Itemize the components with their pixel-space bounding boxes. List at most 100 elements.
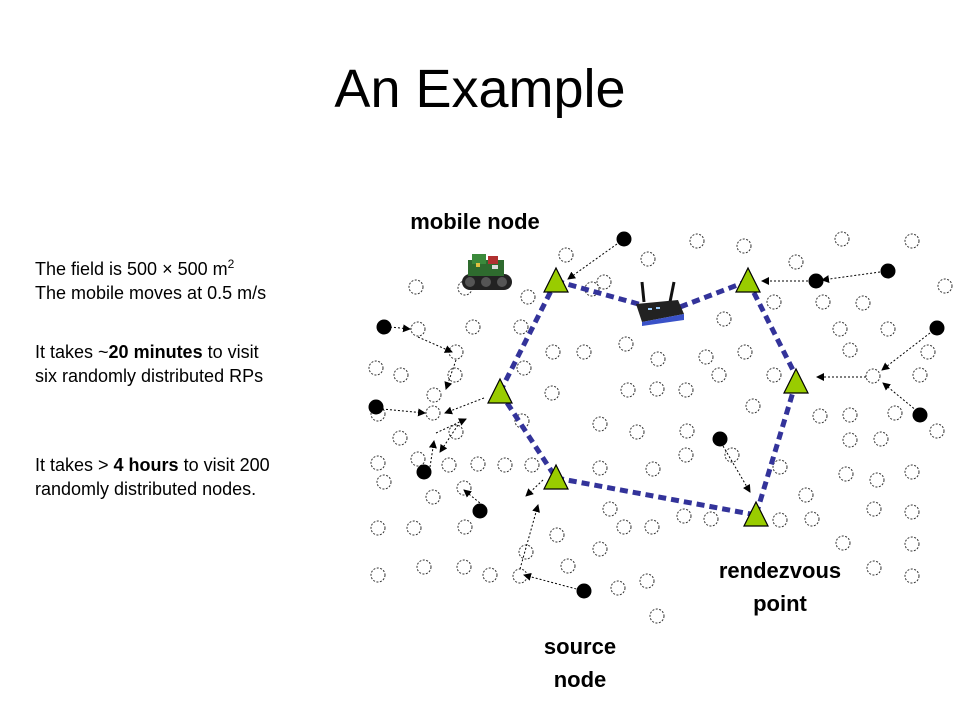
sensor-node (410, 321, 426, 337)
sensor-node (410, 451, 426, 467)
rp-time-info: It takes ~20 minutes to visit six random… (35, 340, 263, 388)
data-arrow (882, 382, 918, 412)
sensor-node (465, 319, 481, 335)
sensor-node (441, 457, 457, 473)
sensor-node (724, 447, 740, 463)
path-segment (753, 381, 799, 516)
sensor-node (370, 567, 386, 583)
sensor-node (560, 558, 576, 574)
data-arrow (417, 336, 453, 353)
data-arrow (428, 440, 437, 468)
sensor-node (736, 238, 752, 254)
data-arrow (567, 243, 618, 280)
sensor-node (610, 580, 626, 596)
rendezvous-point-marker (487, 377, 513, 404)
sensor-node (368, 360, 384, 376)
source-node (368, 399, 384, 415)
data-arrow (523, 572, 585, 592)
source-node (416, 464, 432, 480)
mobile-path (497, 278, 799, 518)
source-node (472, 503, 488, 519)
sensor-node (618, 336, 634, 352)
rendezvous-point-marker (783, 367, 809, 394)
field-size-sup: 2 (227, 257, 235, 271)
sensor-node (425, 405, 441, 421)
rp-time-post: to visit (202, 342, 259, 362)
rendezvous-point-marker (543, 266, 569, 293)
sensor-node (616, 519, 632, 535)
sensor-node (929, 423, 945, 439)
rendezvous-point-marker (735, 266, 761, 293)
sensor-node (544, 385, 560, 401)
sensor-node (698, 349, 714, 365)
sensor-node (512, 568, 528, 584)
sensor-node (842, 407, 858, 423)
sensor-node (558, 247, 574, 263)
sensor-node (904, 504, 920, 520)
source-node (376, 319, 392, 335)
sensor-node (640, 251, 656, 267)
path-segment (555, 278, 643, 308)
sensor-node (834, 231, 850, 247)
sensor-node (920, 344, 936, 360)
sensor-node (838, 466, 854, 482)
sensor-node (650, 351, 666, 367)
sensor-node (370, 455, 386, 471)
sensor-node (518, 544, 534, 560)
sensor-node (766, 367, 782, 383)
source-node-label: source node (520, 630, 640, 696)
rp-time-pre: It takes ~ (35, 342, 109, 362)
sensor-node (880, 321, 896, 337)
sensor-node (644, 519, 660, 535)
sensor-node (425, 489, 441, 505)
rendezvous-point-marker (543, 463, 569, 490)
data-arrow (389, 324, 411, 333)
sensor-node (456, 480, 472, 496)
sensor-node (887, 405, 903, 421)
rendezvous-point-marker (743, 500, 769, 527)
data-arrow (821, 271, 881, 284)
sensor-node (482, 567, 498, 583)
path-segment (497, 279, 559, 394)
sensor-node (842, 342, 858, 358)
sensor-node (832, 321, 848, 337)
rendezvous-points (487, 266, 809, 527)
sensor-node (392, 430, 408, 446)
sensor-node (804, 511, 820, 527)
sensor-node (815, 294, 831, 310)
sensor-node (676, 508, 692, 524)
source-node (929, 320, 945, 336)
sensor-node (513, 319, 529, 335)
sensor-node (408, 279, 424, 295)
sensor-node (711, 367, 727, 383)
sensor-node (904, 536, 920, 552)
data-arrow (525, 479, 544, 497)
sensor-node (545, 344, 561, 360)
data-arrow (381, 408, 426, 417)
source-node (576, 583, 592, 599)
sensor-node (576, 344, 592, 360)
sensor-node (904, 233, 920, 249)
sensor-node (520, 289, 536, 305)
source-node (880, 263, 896, 279)
sensor-node (457, 519, 473, 535)
sensor-node (869, 472, 885, 488)
sensor-node (549, 527, 565, 543)
data-arrow (722, 445, 751, 493)
nodes-time-post: to visit 200 (178, 455, 270, 475)
sensor-node (866, 560, 882, 576)
sensor-node (842, 432, 858, 448)
rendezvous-label-line2: point (753, 591, 807, 616)
sensor-node (716, 311, 732, 327)
rp-time-line2: six randomly distributed RPs (35, 366, 264, 386)
sensor-node (645, 461, 661, 477)
sensor-node (592, 416, 608, 432)
path-segment (497, 390, 559, 480)
sensor-node (866, 501, 882, 517)
sensor-node (406, 520, 422, 536)
nodes-time-pre: It takes > (35, 455, 114, 475)
source-label-line1: source (543, 634, 617, 659)
sensor-node (393, 367, 409, 383)
source-node (616, 231, 632, 247)
